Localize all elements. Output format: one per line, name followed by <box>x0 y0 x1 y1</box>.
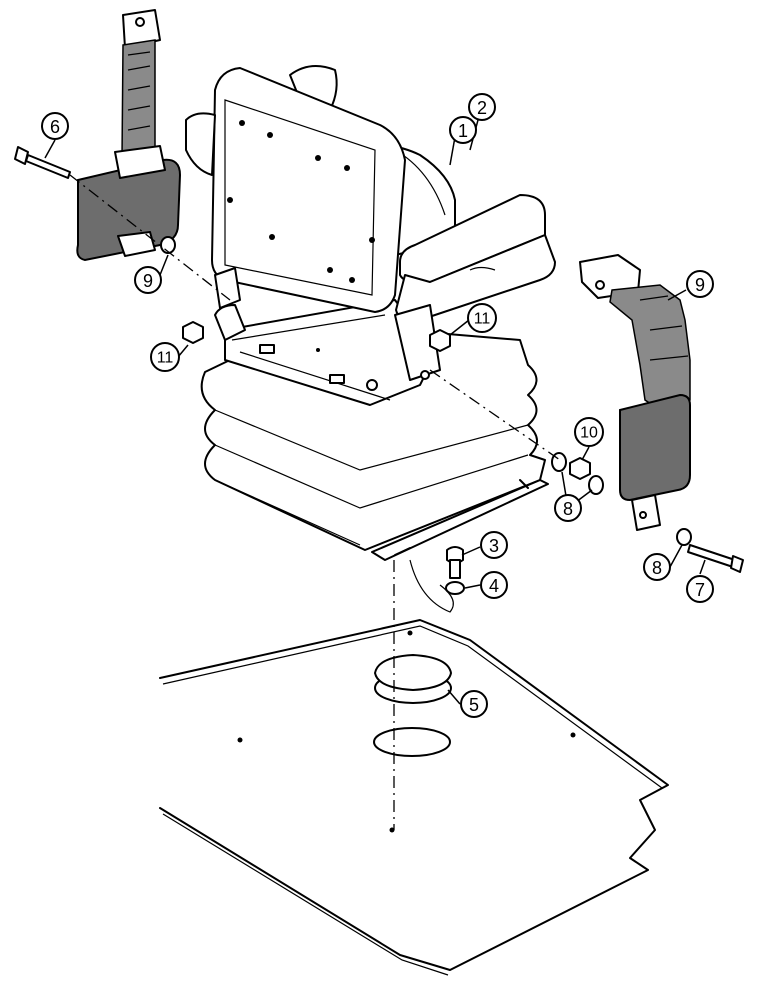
callout-11-left: 11 <box>150 342 180 372</box>
callout-3: 3 <box>480 531 508 559</box>
callout-1: 1 <box>449 116 477 144</box>
callout-8-upper: 8 <box>554 494 582 522</box>
callout-7: 7 <box>686 575 714 603</box>
seat-back-bolts <box>227 120 375 283</box>
callout-8-right: 8 <box>643 553 671 581</box>
callout-4-label: 4 <box>489 576 499 596</box>
callout-11-right: 11 <box>467 303 497 333</box>
seat-belt-right <box>579 254 691 531</box>
callout-1-label: 1 <box>458 121 468 141</box>
plug <box>374 654 452 704</box>
fasteners <box>14 146 744 595</box>
seat-side-bracket <box>214 267 441 381</box>
callout-8-right-label: 8 <box>652 558 662 578</box>
callout-9-right-label: 9 <box>695 275 705 295</box>
floor-plate <box>159 619 669 976</box>
callout-11-left-label: 11 <box>157 350 174 367</box>
callout-3-label: 3 <box>489 536 499 556</box>
seat-belt-left <box>76 9 182 262</box>
callout-5-label: 5 <box>469 695 479 715</box>
callout-7-label: 7 <box>695 580 705 600</box>
callout-9-left-label: 9 <box>143 271 153 291</box>
callout-4: 4 <box>480 571 508 599</box>
spring-wire <box>409 559 454 613</box>
callout-2: 2 <box>468 93 496 121</box>
callout-11-right-label: 11 <box>474 311 491 328</box>
callout-6-label: 6 <box>50 117 60 137</box>
callout-5: 5 <box>460 690 488 718</box>
bolt-path-left <box>69 174 231 301</box>
floor-hole <box>373 727 451 757</box>
armrest <box>395 194 556 323</box>
callout-10-label: 10 <box>580 425 598 442</box>
callout-6: 6 <box>41 112 69 140</box>
callout-9-right: 9 <box>686 270 714 298</box>
seat-slide <box>224 299 436 406</box>
callout-2-label: 2 <box>477 98 487 118</box>
suspension-bellows <box>200 329 549 561</box>
bolt-path-right <box>429 369 561 461</box>
callout-8-upper-label: 8 <box>563 499 573 519</box>
callout-9-left: 9 <box>134 266 162 294</box>
callout-10: 10 <box>574 417 604 447</box>
